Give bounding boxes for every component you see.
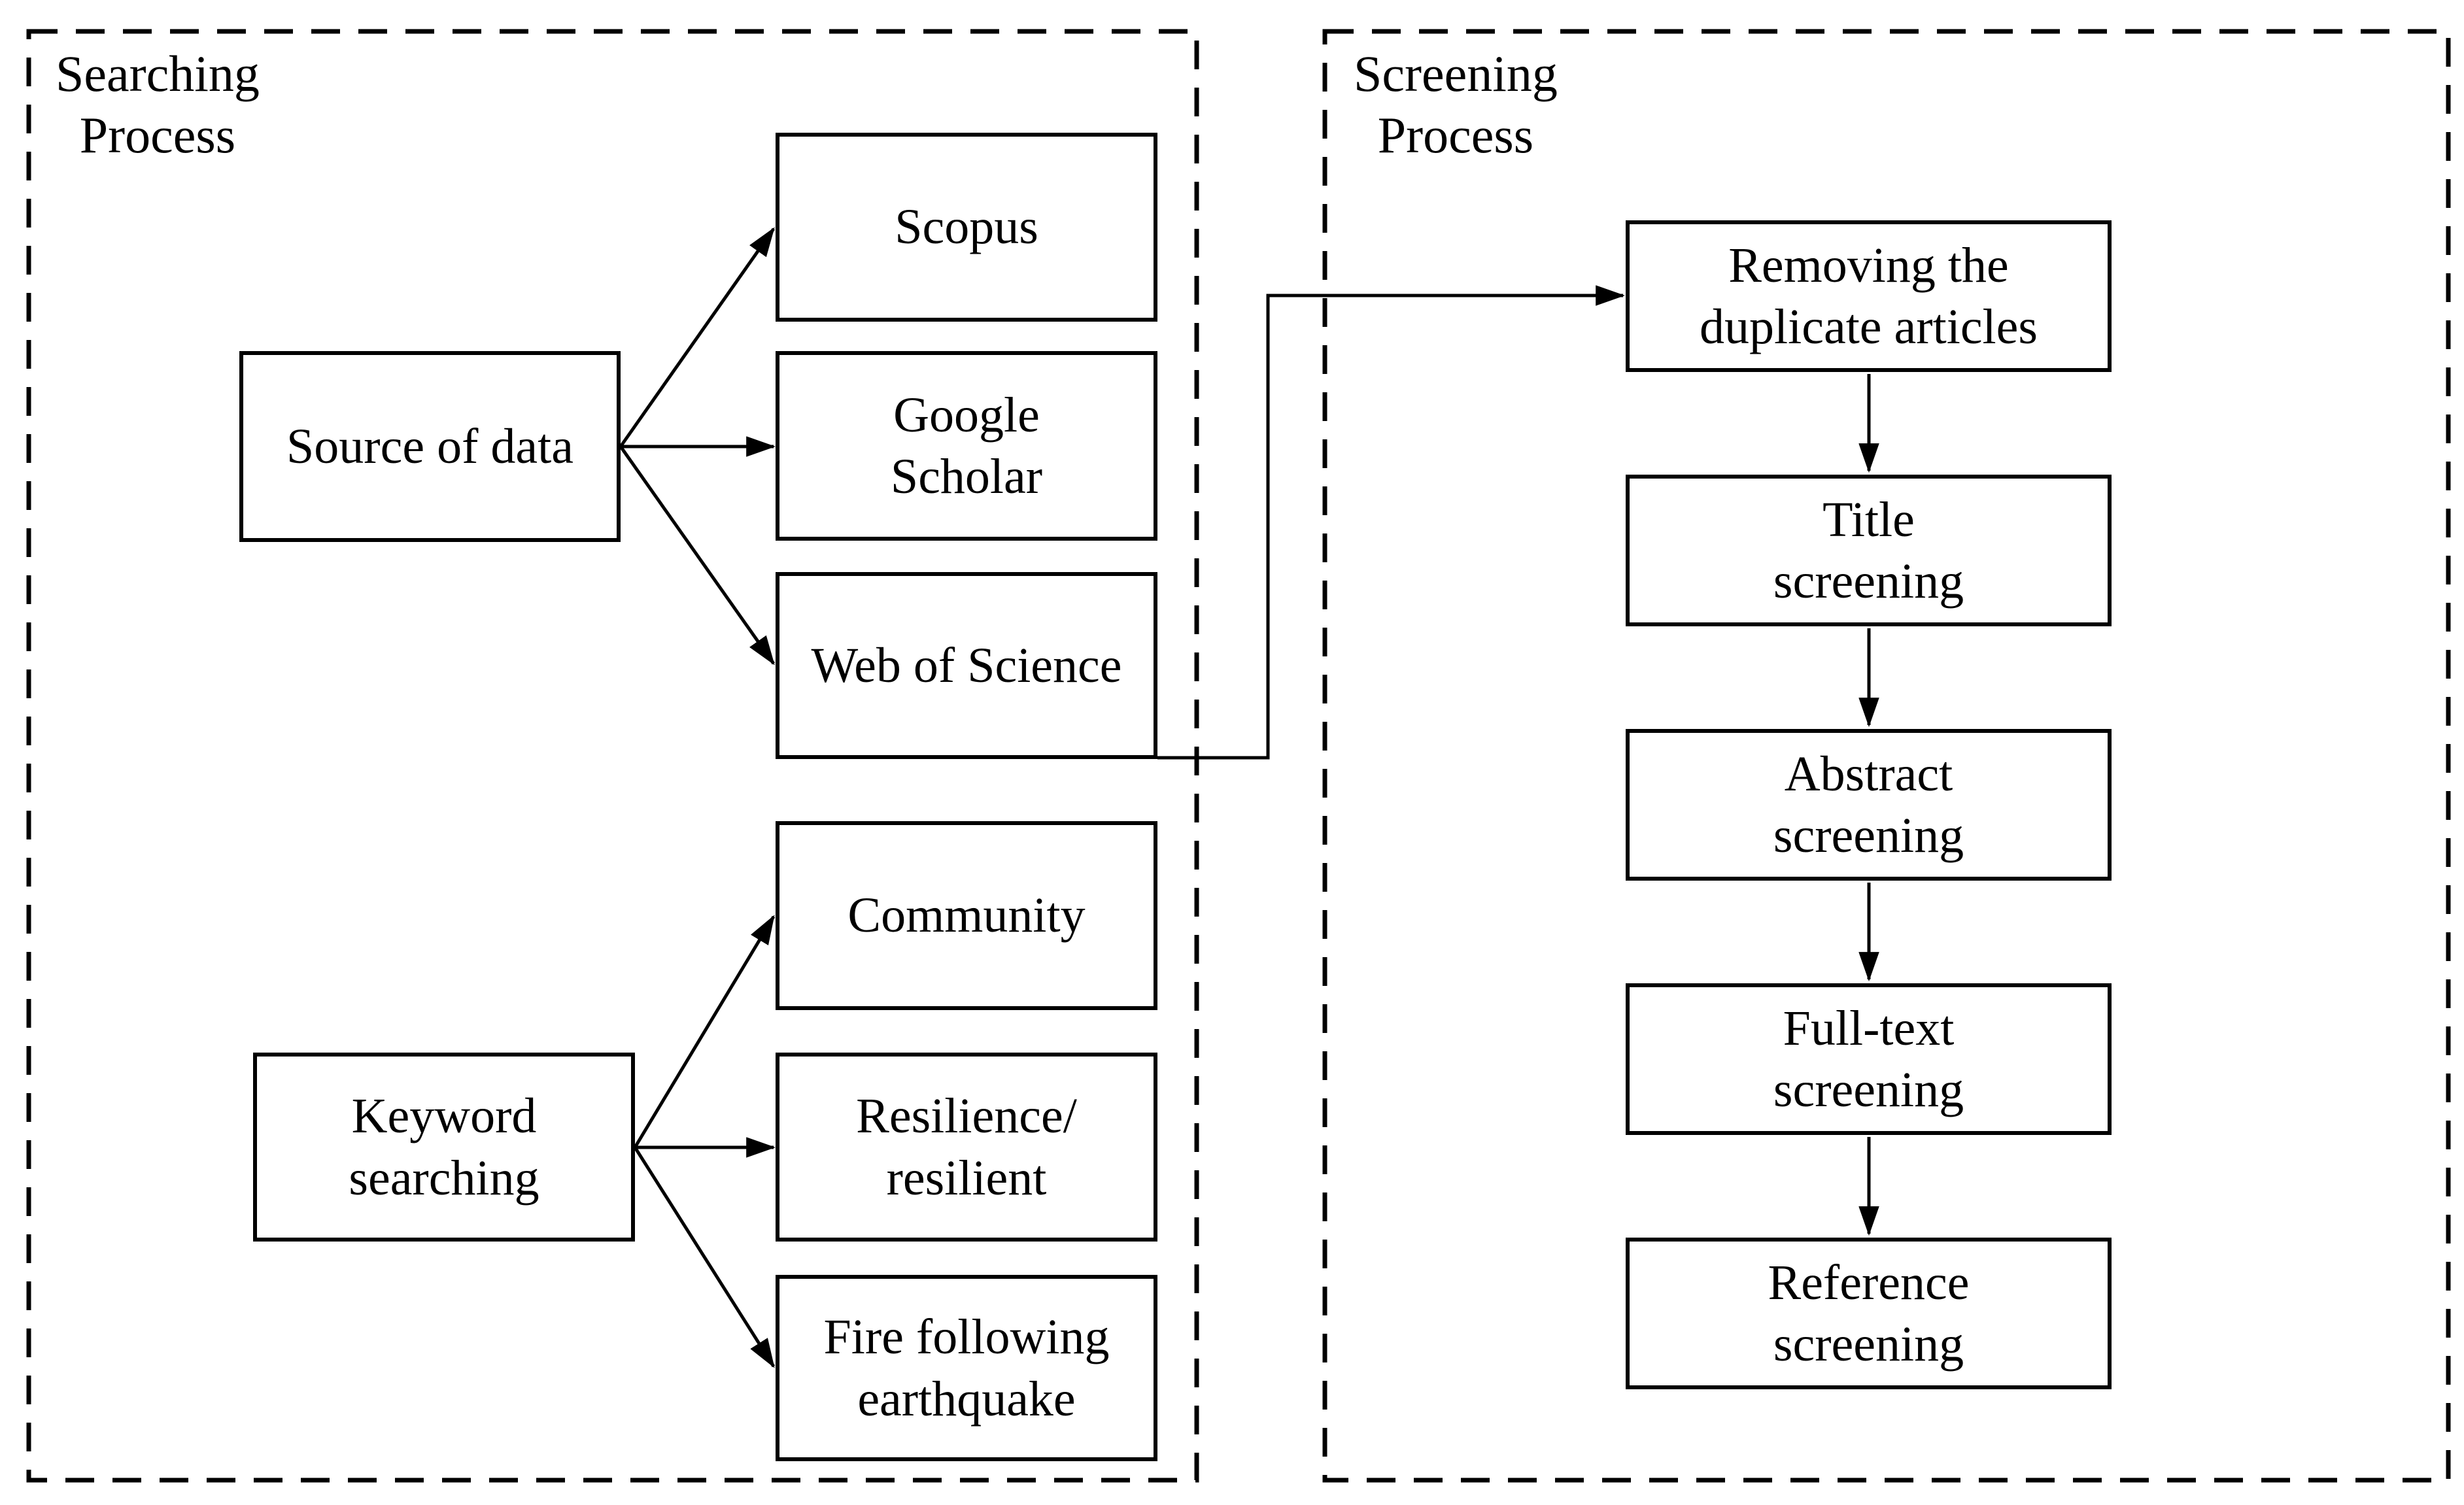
- searching-process-label-line1: Searching: [56, 45, 260, 102]
- arrow-source-to-scopus: [619, 227, 776, 448]
- screening-process-label: Screening Process: [1354, 43, 1558, 165]
- box-google-scholar: Google Scholar: [776, 351, 1157, 541]
- box-source-of-data: Source of data: [239, 351, 621, 542]
- box-title-screening-label: Title: [1822, 492, 1915, 547]
- box-abstract-screening: Abstract screening: [1626, 729, 2112, 881]
- box-removing-duplicate-articles-label: Removing the: [1728, 237, 2009, 293]
- box-source-of-data-label: Source of data: [286, 418, 573, 474]
- box-google-scholar-label: Google: [893, 387, 1040, 443]
- box-fulltext-screening: Full-text screening: [1626, 983, 2112, 1135]
- screening-process-label-line1: Screening: [1354, 45, 1558, 102]
- searching-process-label-line2: Process: [79, 106, 236, 163]
- screening-process-label-line2: Process: [1377, 106, 1534, 163]
- arrow-source-to-web-of-science: [619, 445, 776, 666]
- box-fire-following-earthquake-label: Fire following: [823, 1310, 1110, 1365]
- box-web-of-science-label: Web of Science: [811, 637, 1122, 693]
- box-scopus-label: Scopus: [895, 199, 1038, 255]
- box-community: Community: [776, 821, 1157, 1010]
- box-community-label: Community: [847, 888, 1086, 943]
- arrow-keyword-to-fire: [633, 1146, 776, 1368]
- arrow-keyword-to-community: [633, 915, 776, 1149]
- screening-process-container-border: [1322, 29, 2451, 1483]
- searching-process-container-border: [26, 29, 1199, 1483]
- box-title-screening: Title screening: [1626, 475, 2112, 626]
- box-reference-screening-label: Reference: [1768, 1255, 1970, 1310]
- box-resilience-resilient-label: Resilience/: [856, 1089, 1077, 1144]
- box-fire-following-earthquake: Fire following earthquake: [776, 1275, 1157, 1461]
- box-resilience-resilient: Resilience/ resilient: [776, 1053, 1157, 1242]
- box-reference-screening: Reference screening: [1626, 1238, 2112, 1389]
- connector-webofscience-to-removing: [1157, 285, 1626, 760]
- box-abstract-screening-label: Abstract: [1784, 746, 1953, 802]
- box-keyword-searching-label: Keyword: [351, 1089, 537, 1144]
- box-scopus: Scopus: [776, 133, 1157, 322]
- searching-process-label: Searching Process: [56, 43, 260, 165]
- box-keyword-searching: Keyword searching: [253, 1053, 635, 1242]
- box-web-of-science: Web of Science: [776, 572, 1157, 759]
- box-removing-duplicate-articles: Removing the duplicate articles: [1626, 220, 2112, 372]
- box-fulltext-screening-label: Full-text: [1783, 1000, 1955, 1056]
